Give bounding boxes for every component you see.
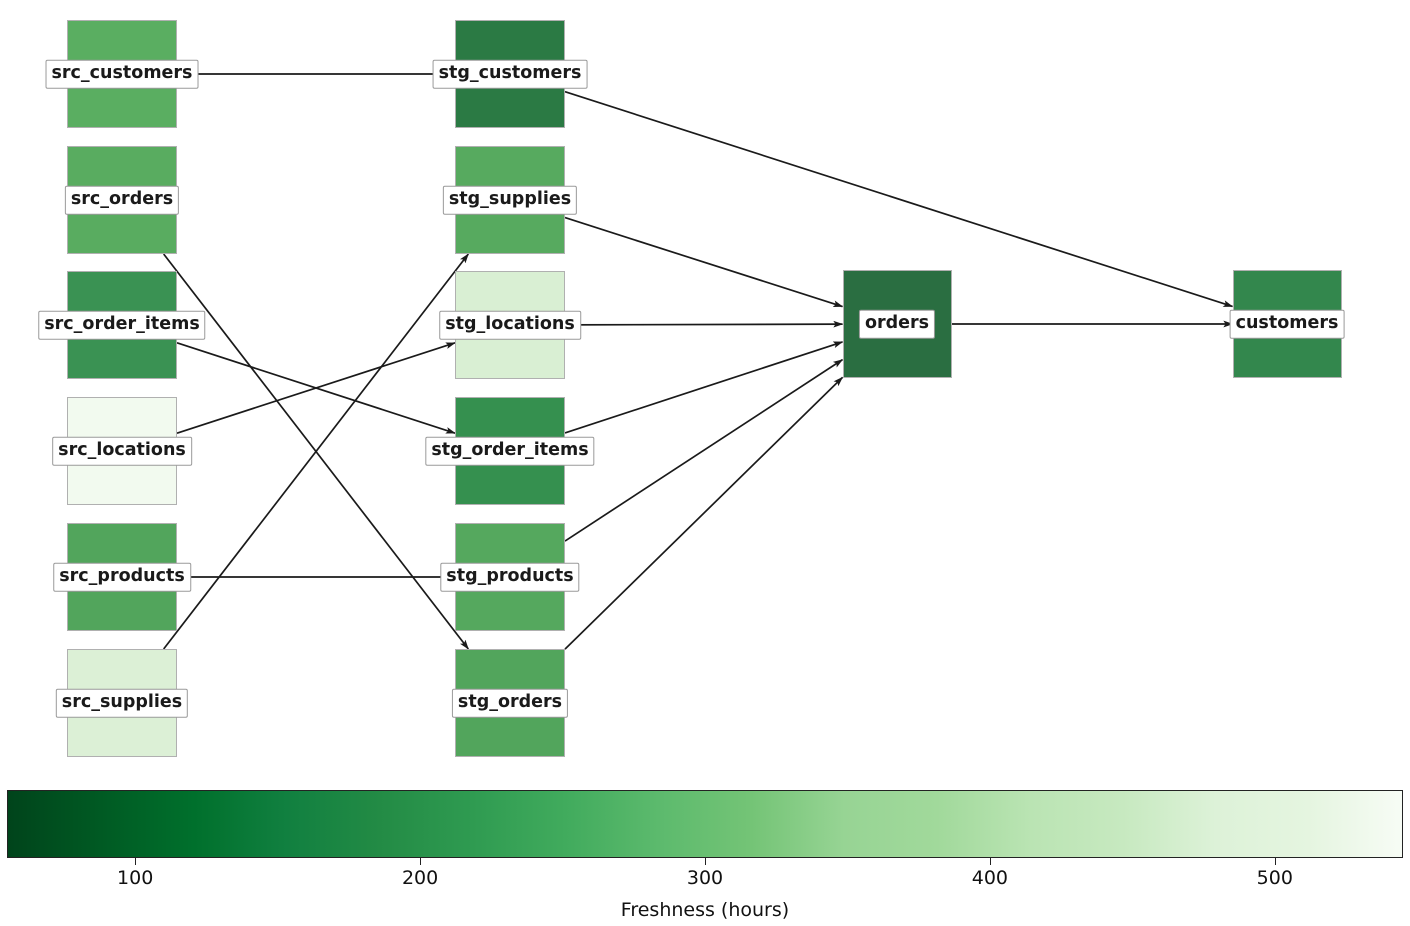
colorbar-tick-400 <box>989 858 991 865</box>
colorbar-tick-label-200: 200 <box>401 867 439 889</box>
node-label-src_orders: src_orders <box>64 185 180 215</box>
edges-group <box>162 70 1234 650</box>
colorbar-tick-label-400: 400 <box>971 867 1009 889</box>
colorbar-tick-label-500: 500 <box>1256 867 1293 889</box>
edge-stg_orders-to-orders <box>564 376 844 650</box>
node-label-src_locations: src_locations <box>52 436 192 466</box>
node-label-stg_orders: stg_orders <box>451 688 569 718</box>
edge-src_orders-to-stg_orders <box>162 253 470 650</box>
node-label-src_order_items: src_order_items <box>38 310 206 340</box>
edge-stg_order_items-to-orders <box>564 341 844 434</box>
edge-src_locations-to-stg_locations <box>176 342 456 434</box>
edge-stg_locations-to-orders <box>564 320 844 328</box>
colorbar-gradient <box>7 790 1403 858</box>
colorbar-tick-label-300: 300 <box>686 867 724 889</box>
edge-src_supplies-to-stg_supplies <box>162 253 470 650</box>
colorbar: 100 200 300 400 500 Freshness (hours) <box>0 780 1410 926</box>
colorbar-tick-label-100: 100 <box>117 867 154 889</box>
colorbar-ticks: 100 200 300 400 500 <box>0 858 1410 898</box>
edge-stg_products-to-orders <box>564 358 844 542</box>
colorbar-axis-label: Freshness (hours) <box>620 899 790 921</box>
edge-stg_supplies-to-orders <box>564 216 844 308</box>
colorbar-tick-100 <box>135 858 137 865</box>
edge-layer <box>162 70 1234 650</box>
node-label-stg_supplies: stg_supplies <box>442 185 578 215</box>
node-label-src_supplies: src_supplies <box>55 688 189 718</box>
node-label-src_products: src_products <box>53 562 191 592</box>
edge-src_order_items-to-stg_order_items <box>176 342 456 434</box>
colorbar-tick-500 <box>1274 858 1276 865</box>
node-label-stg_locations: stg_locations <box>439 310 581 340</box>
node-label-orders: orders <box>858 309 936 339</box>
node-label-stg_customers: stg_customers <box>432 59 588 89</box>
node-label-stg_order_items: stg_order_items <box>425 436 595 466</box>
colorbar-tick-300 <box>705 858 706 865</box>
node-label-customers: customers <box>1229 309 1345 339</box>
node-label-src_customers: src_customers <box>45 59 199 89</box>
colorbar-tick-200 <box>420 858 422 865</box>
node-label-stg_products: stg_products <box>440 562 580 592</box>
